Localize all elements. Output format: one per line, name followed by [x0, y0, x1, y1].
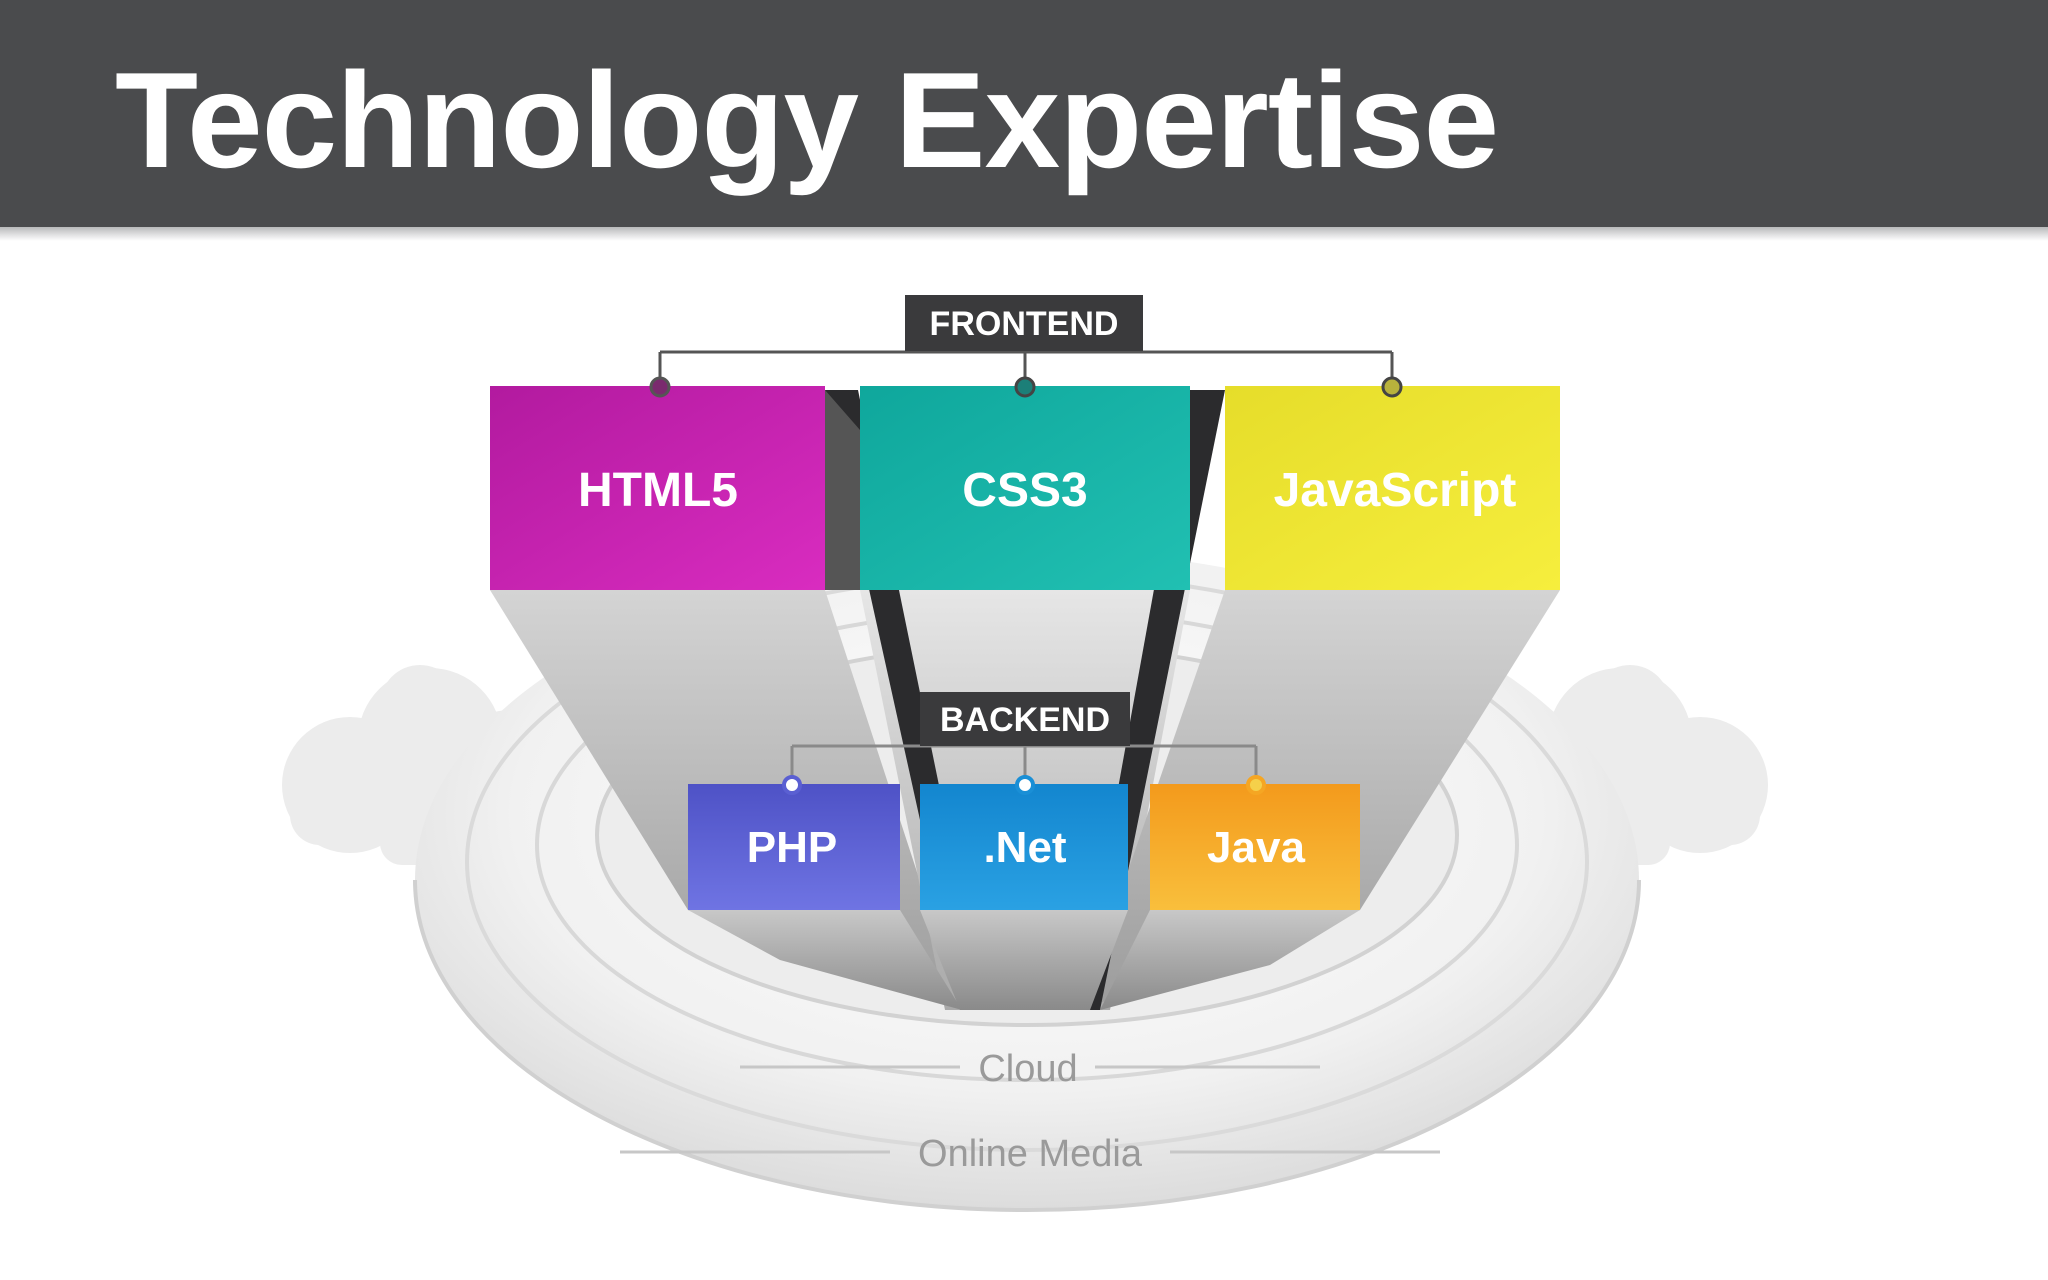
java-block	[1150, 784, 1360, 910]
dotnet-block	[920, 784, 1128, 910]
frontend-label-pill	[905, 295, 1143, 351]
css3-connector-dot	[1014, 376, 1036, 398]
php-label: PHP	[747, 823, 837, 872]
backend-label-pill	[920, 692, 1130, 746]
html5-label: HTML5	[578, 464, 738, 517]
title-bar	[0, 0, 2048, 227]
javascript-label: JavaScript	[1274, 464, 1517, 517]
java-connector-dot	[1246, 775, 1266, 795]
html5-connector-dot	[649, 376, 671, 398]
frontend-label: FRONTEND	[930, 305, 1119, 343]
page-title: Technology Expertise	[115, 44, 1499, 196]
dotnet-connector-dot	[1015, 775, 1035, 795]
css3-block	[860, 386, 1190, 590]
cloud-ring-label: Cloud	[978, 1048, 1077, 1090]
javascript-connector-dot	[1381, 376, 1403, 398]
backend-label: BACKEND	[940, 701, 1110, 739]
html5-block	[490, 386, 825, 590]
title-divider	[0, 227, 2048, 241]
php-block	[688, 784, 900, 910]
php-connector-dot	[782, 775, 802, 795]
dotnet-label: .Net	[983, 823, 1066, 872]
css3-label: CSS3	[962, 464, 1087, 517]
java-label: Java	[1207, 823, 1305, 872]
online-media-ring-label: Online Media	[918, 1133, 1143, 1175]
javascript-block	[1225, 386, 1560, 590]
